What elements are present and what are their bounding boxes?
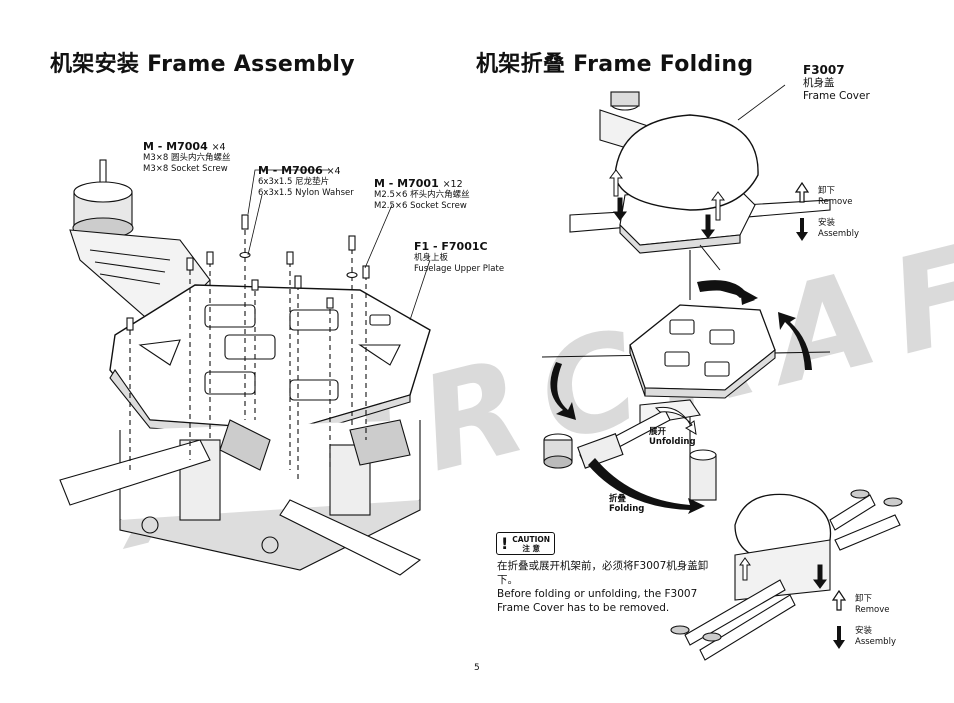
- part-callout-f7001c: F1 - F7001C 机身上板 Fuselage Upper Plate: [414, 240, 504, 275]
- part-qty: ×12: [442, 179, 463, 190]
- unfolding-label: 展开 Unfolding: [649, 427, 696, 447]
- legend-assembly-en: Assembly: [818, 229, 859, 239]
- rotation-arrows: [550, 280, 812, 514]
- part-name-cn: M3×8 圆头内六角螺丝: [143, 153, 231, 163]
- lower-frame-drawing: [59, 419, 422, 576]
- legend-remove-cn: 卸下: [818, 186, 836, 196]
- legend-assembly-cn: 安装: [818, 218, 836, 228]
- part-code: M - M7004: [143, 140, 208, 153]
- folding-arms-drawing: [543, 409, 717, 501]
- caution-text: 在折叠或展开机架前，必须将F3007机身盖卸下。 Before folding …: [497, 559, 717, 615]
- bottom-folded-frame-drawing: [670, 489, 903, 661]
- unfolding-cn: 展开: [649, 427, 667, 437]
- part-name-cn: M2.5×6 杯头内六角螺丝: [374, 190, 470, 200]
- legend-arrows-icon: [794, 181, 810, 241]
- middle-frame-drawing: [541, 250, 831, 460]
- remove-assembly-legend-top: 卸下 Remove 安装 Assembly: [792, 180, 862, 244]
- warning-icon: !: [501, 534, 509, 553]
- legend-remove-cn: 卸下: [855, 594, 873, 604]
- folding-cn: 折叠: [609, 494, 627, 504]
- folding-en: Folding: [609, 504, 645, 514]
- caution-text-en: Before folding or unfolding, the F3007 F…: [497, 588, 698, 614]
- part-code: M - M7001: [374, 177, 439, 190]
- top-frame-with-cover-drawing: [569, 84, 831, 271]
- legend-arrows-icon: [831, 589, 847, 649]
- frame-assembly-title: 机架安装 Frame Assembly: [50, 52, 355, 77]
- caution-badge: ! CAUTION 注 意: [496, 532, 556, 555]
- part-name-en: M3×8 Socket Screw: [143, 164, 228, 174]
- remove-assembly-legend-bottom: 卸下 Remove 安装 Assembly: [829, 588, 901, 652]
- caution-badge-cn: 注 意: [522, 543, 540, 553]
- legend-remove-en: Remove: [855, 605, 890, 615]
- part-name-en: M2.5×6 Socket Screw: [374, 201, 467, 211]
- part-code: M - M7006: [258, 164, 323, 177]
- part-name-en: Fuselage Upper Plate: [414, 264, 505, 274]
- caution-text-cn: 在折叠或展开机架前，必须将F3007机身盖卸下。: [497, 560, 709, 586]
- part-code: F1 - F7001C: [414, 240, 488, 253]
- legend-assembly-en: Assembly: [855, 637, 896, 647]
- part-qty: ×4: [211, 142, 226, 153]
- part-name-cn: 6x3x1.5 尼龙垫片: [258, 177, 330, 187]
- frame-cover-callout: F3007 机身盖 Frame Cover: [803, 64, 870, 103]
- screws: [126, 169, 431, 480]
- fuselage-upper-plate-drawing: [109, 284, 431, 439]
- part-name-en: 6x3x1.5 Nylon Wahser: [258, 188, 354, 198]
- caution-badge-en: CAUTION: [512, 534, 551, 544]
- cover-name-en: Frame Cover: [803, 90, 870, 102]
- cover-name-cn: 机身盖: [803, 77, 835, 89]
- part-name-cn: 机身上板: [414, 253, 449, 263]
- unfolding-en: Unfolding: [649, 437, 696, 447]
- cover-arrows: [609, 169, 827, 589]
- part-callout-m7001: M - M7001 ×12 M2.5×6 杯头内六角螺丝 M2.5×6 Sock…: [374, 177, 470, 212]
- page-number: 5: [474, 663, 480, 673]
- part-callout-m7006: M - M7006 ×4 6x3x1.5 尼龙垫片 6x3x1.5 Nylon …: [258, 164, 354, 199]
- part-callout-m7004: M - M7004 ×4 M3×8 圆头内六角螺丝 M3×8 Socket Sc…: [143, 140, 230, 175]
- cover-code: F3007: [803, 63, 845, 77]
- legend-assembly-cn: 安装: [855, 626, 873, 636]
- part-qty: ×4: [326, 166, 341, 177]
- frame-folding-title: 机架折叠 Frame Folding: [476, 52, 754, 77]
- folding-label: 折叠 Folding: [609, 494, 644, 514]
- legend-remove-en: Remove: [818, 197, 853, 207]
